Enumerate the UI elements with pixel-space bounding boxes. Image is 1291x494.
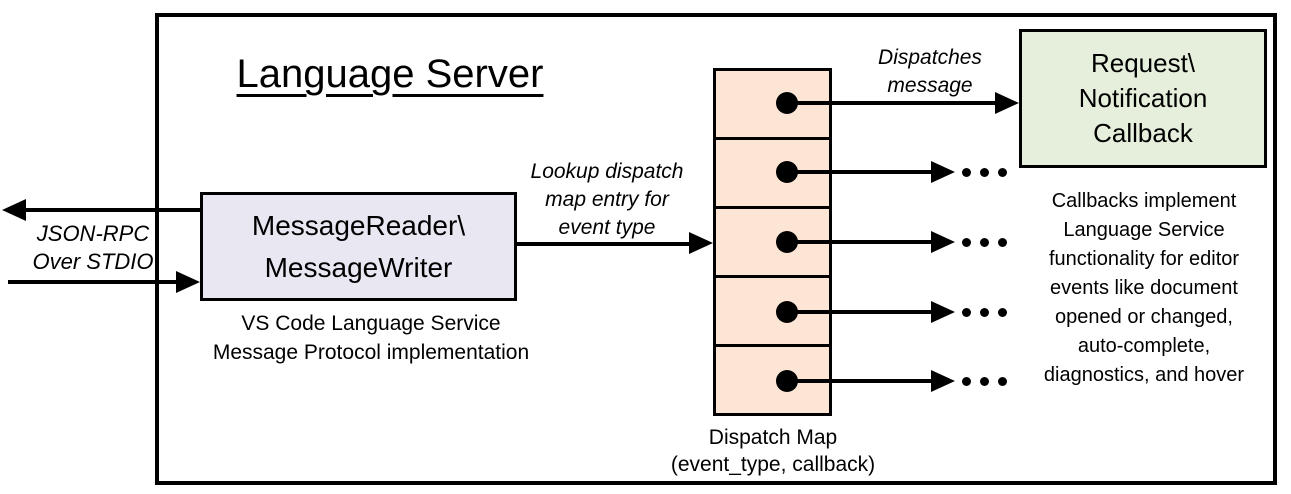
right-arrowhead-icon <box>176 271 200 293</box>
dispatch-arrow-line <box>787 240 933 244</box>
dispatch-map-cell <box>716 209 829 278</box>
left-arrowhead-icon <box>2 199 26 221</box>
diagram-title: Language Server <box>236 52 544 96</box>
ellipsis-icon <box>962 377 1007 386</box>
right-arrowhead-icon <box>931 161 955 183</box>
dispatch-arrow-line <box>787 101 997 105</box>
json-rpc-stdio-label: JSON-RPC Over STDIO <box>32 221 154 274</box>
map-entry-dot-icon <box>776 92 798 114</box>
dispatch-arrow-line <box>787 379 933 383</box>
dispatch-arrow-line <box>787 170 933 174</box>
dispatch-map-caption: Dispatch Map (event_type, callback) <box>670 426 876 476</box>
right-arrowhead-icon <box>931 301 955 323</box>
language-server-boundary-box <box>155 13 1277 485</box>
map-entry-dot-icon <box>776 231 798 253</box>
ellipsis-icon <box>962 308 1007 317</box>
right-arrowhead-icon <box>931 370 955 392</box>
stdio-outbound-arrow-line <box>24 208 202 212</box>
stdio-inbound-arrow-line <box>8 280 178 284</box>
lookup-arrow-line <box>517 242 691 246</box>
right-arrowhead-icon <box>931 231 955 253</box>
dispatches-message-label: Dispatches message <box>878 46 982 97</box>
right-arrowhead-icon <box>995 92 1019 114</box>
callback-box-label: Request\ Notification Callback <box>1078 48 1208 148</box>
callbacks-note: Callbacks implement Language Service fun… <box>1043 190 1245 386</box>
dispatch-map-cell <box>716 278 829 347</box>
ellipsis-icon <box>962 168 1007 177</box>
message-reader-writer-label: MessageReader\ MessageWriter <box>251 209 466 283</box>
message-box-caption: VS Code Language Service Message Protoco… <box>212 312 530 364</box>
lookup-dispatch-label: Lookup dispatch map entry for event type <box>530 160 684 239</box>
dispatch-map-cell <box>716 140 829 209</box>
right-arrowhead-icon <box>689 232 713 254</box>
message-reader-writer-box: MessageReader\ MessageWriter <box>200 192 517 301</box>
map-entry-dot-icon <box>776 301 798 323</box>
ellipsis-icon <box>962 238 1007 247</box>
map-entry-dot-icon <box>776 370 798 392</box>
request-notification-callback-box: Request\ Notification Callback <box>1019 29 1267 168</box>
dispatch-map-cell <box>716 71 829 140</box>
dispatch-arrow-line <box>787 310 933 314</box>
map-entry-dot-icon <box>776 161 798 183</box>
